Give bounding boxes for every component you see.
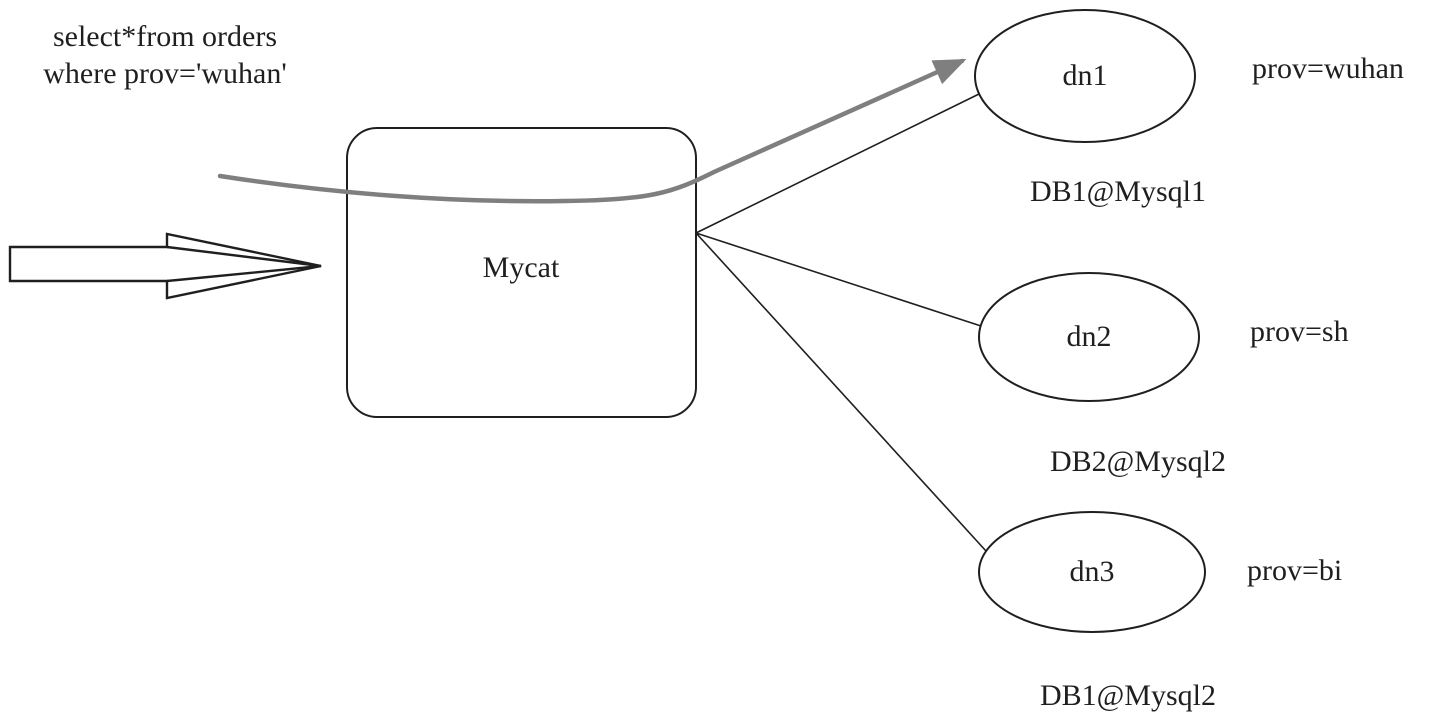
- datanode-label-dn1: dn1: [1062, 59, 1108, 92]
- datanode-ellipse-dn3: [978, 511, 1206, 633]
- datasource-label-dn2: DB2@Mysql2: [1050, 445, 1226, 478]
- connector-line-dn1: [695, 93, 980, 234]
- datasource-label-dn3: DB1@Mysql2: [1040, 679, 1216, 712]
- input-arrow-icon: [8, 232, 322, 300]
- query-label: select*from orders where prov='wuhan': [28, 18, 302, 92]
- query-line-1: select*from orders: [52, 20, 278, 53]
- shard-rule-label-dn2: prov=sh: [1250, 315, 1349, 348]
- connector-line-dn2: [695, 232, 982, 327]
- mycat-label: Mycat: [482, 251, 560, 284]
- connector-line-dn3: [695, 232, 987, 552]
- query-line-2: where prov='wuhan': [43, 57, 287, 90]
- shard-rule-label-dn3: prov=bi: [1247, 554, 1343, 587]
- shard-rule-label-dn1: prov=wuhan: [1252, 52, 1404, 85]
- datanode-ellipse-dn2: [978, 272, 1200, 402]
- datanode-label-dn3: dn3: [1069, 555, 1115, 588]
- datasource-label-dn1: DB1@Mysql1: [1030, 175, 1206, 208]
- route-arrow-icon: [217, 58, 967, 204]
- datanode-label-dn2: dn2: [1066, 320, 1112, 353]
- datanode-ellipse-dn1: [974, 9, 1196, 143]
